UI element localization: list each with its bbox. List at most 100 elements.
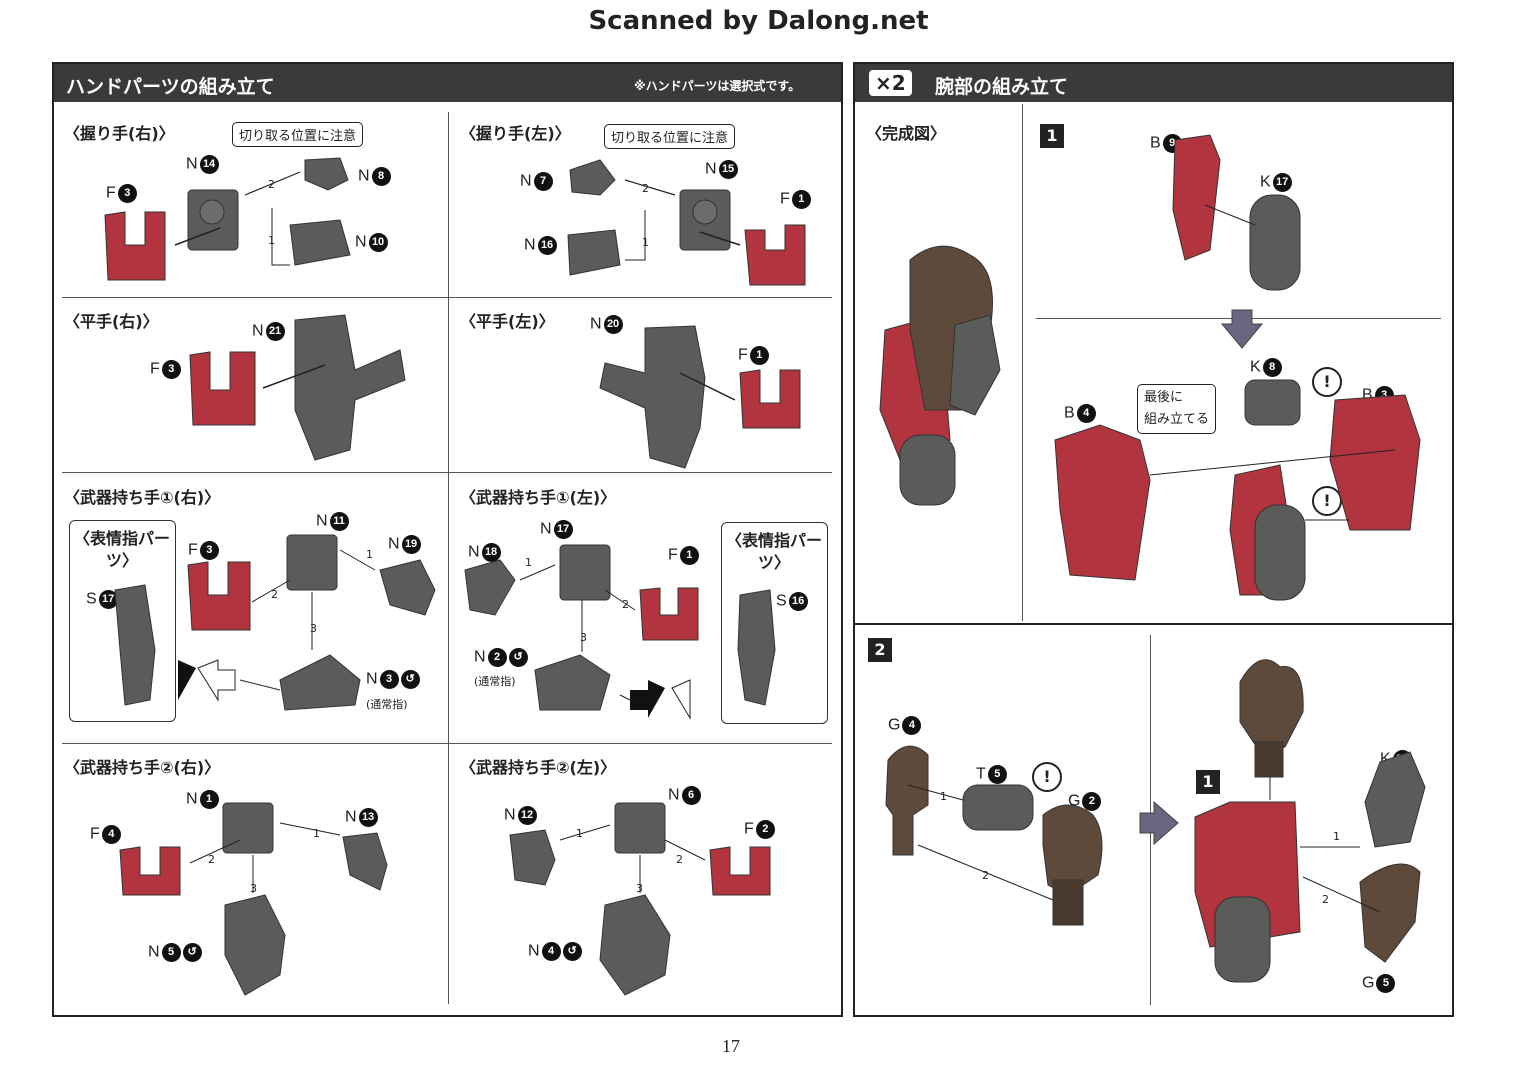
- right-panel-header: ×2 腕部の組み立て: [855, 64, 1452, 102]
- warning-icon-1: !: [1312, 367, 1342, 397]
- right-divider-h: [855, 623, 1452, 625]
- step2b-step-2: 2: [1322, 893, 1329, 906]
- weapon2-right-illustration: [119, 802, 388, 996]
- step1-number: 1: [1040, 124, 1064, 148]
- right-panel-title: 腕部の組み立て: [935, 76, 1069, 98]
- grip-left-step-1: 1: [642, 236, 649, 249]
- grip-right-step-1: 1: [268, 234, 275, 247]
- left-panel-note: ※ハンドパーツは選択式です。: [634, 79, 801, 93]
- grip-right-step-2: 2: [268, 178, 275, 191]
- step1b-illustration: [1054, 379, 1421, 601]
- completed-arm-illustration: [879, 245, 1001, 506]
- flat-right-illustration: [189, 314, 406, 461]
- left-panel-title: ハンドパーツの組み立て: [66, 76, 275, 98]
- page-number: 17: [722, 1036, 740, 1056]
- completed-title: 〈完成図〉: [866, 124, 947, 143]
- weapon1-right-step-1: 1: [366, 548, 373, 561]
- step1a-illustration: [1172, 134, 1301, 291]
- right-divider-v1: [1022, 104, 1023, 621]
- weapon1-left-step-3: 3: [580, 631, 587, 644]
- left-divider-v: [448, 112, 449, 1004]
- flat-left-title: 〈平手(左)〉: [460, 312, 555, 331]
- watermark: Scanned by Dalong.net: [588, 6, 929, 36]
- step1-callout-line2: 組み立てる: [1144, 412, 1210, 427]
- step2-right-arrow: [1139, 800, 1179, 846]
- weapon2-right-step-1: 1: [313, 827, 320, 840]
- weapon1-right-step-3: 3: [310, 622, 317, 635]
- weapon1-right-title: 〈武器持ち手①(右)〉: [64, 488, 221, 507]
- weapon2-left-step-3: 3: [636, 882, 643, 895]
- weapon2-right-step-3: 3: [250, 882, 257, 895]
- left-panel-header: ハンドパーツの組み立て ※ハンドパーツは選択式です。: [54, 64, 841, 102]
- step2b-illustration: [1194, 659, 1426, 983]
- weapon1-left-step-2: 2: [622, 598, 629, 611]
- weapon1-right-step-2: 2: [271, 588, 278, 601]
- step1-down-arrow: [1220, 309, 1264, 349]
- weapon2-left-title: 〈武器持ち手②(左)〉: [460, 758, 617, 777]
- step1-callout: 最後に 組み立てる: [1137, 384, 1217, 434]
- weapon2-right-title: 〈武器持ち手②(右)〉: [64, 758, 221, 777]
- grip-right-title: 〈握り手(右)〉: [64, 124, 175, 143]
- warning-icon-2: !: [1312, 486, 1342, 516]
- weapon2-left-illustration: [509, 802, 771, 996]
- right-panel: [853, 62, 1454, 1017]
- weapon1-left-title: 〈武器持ち手①(左)〉: [460, 488, 617, 507]
- expression-box-left: [721, 522, 828, 724]
- step2b-step-1: 1: [1333, 830, 1340, 843]
- step2-sub-number: 1: [1196, 770, 1220, 794]
- grip-left-title: 〈握り手(左)〉: [460, 124, 571, 143]
- normal-finger-right: (通常指): [366, 698, 408, 711]
- weapon1-right-illustration: [114, 534, 436, 711]
- step1-callout-line1: 最後に: [1144, 390, 1184, 405]
- warning-icon-3: !: [1032, 762, 1062, 792]
- normal-finger-left: (通常指): [474, 675, 516, 688]
- step2a-step-1: 1: [940, 790, 947, 803]
- expression-title-left: 〈表情指パーツ〉: [725, 531, 822, 572]
- weapon2-left-step-1: 1: [576, 827, 583, 840]
- step2a-step-2: 2: [982, 869, 989, 882]
- expression-box-right: [69, 520, 176, 722]
- left-panel: [52, 62, 843, 1017]
- weapon2-left-step-2: 2: [676, 853, 683, 866]
- flat-right-title: 〈平手(右)〉: [64, 312, 159, 331]
- multiplier-badge: ×2: [869, 70, 912, 96]
- left-divider-h3: [62, 743, 832, 744]
- flat-left-illustration: [599, 325, 801, 469]
- grip-left-illustration: [567, 159, 806, 286]
- weapon2-right-step-2: 2: [208, 853, 215, 866]
- expression-title-right: 〈表情指パーツ〉: [73, 529, 170, 570]
- step2-number: 2: [868, 638, 892, 662]
